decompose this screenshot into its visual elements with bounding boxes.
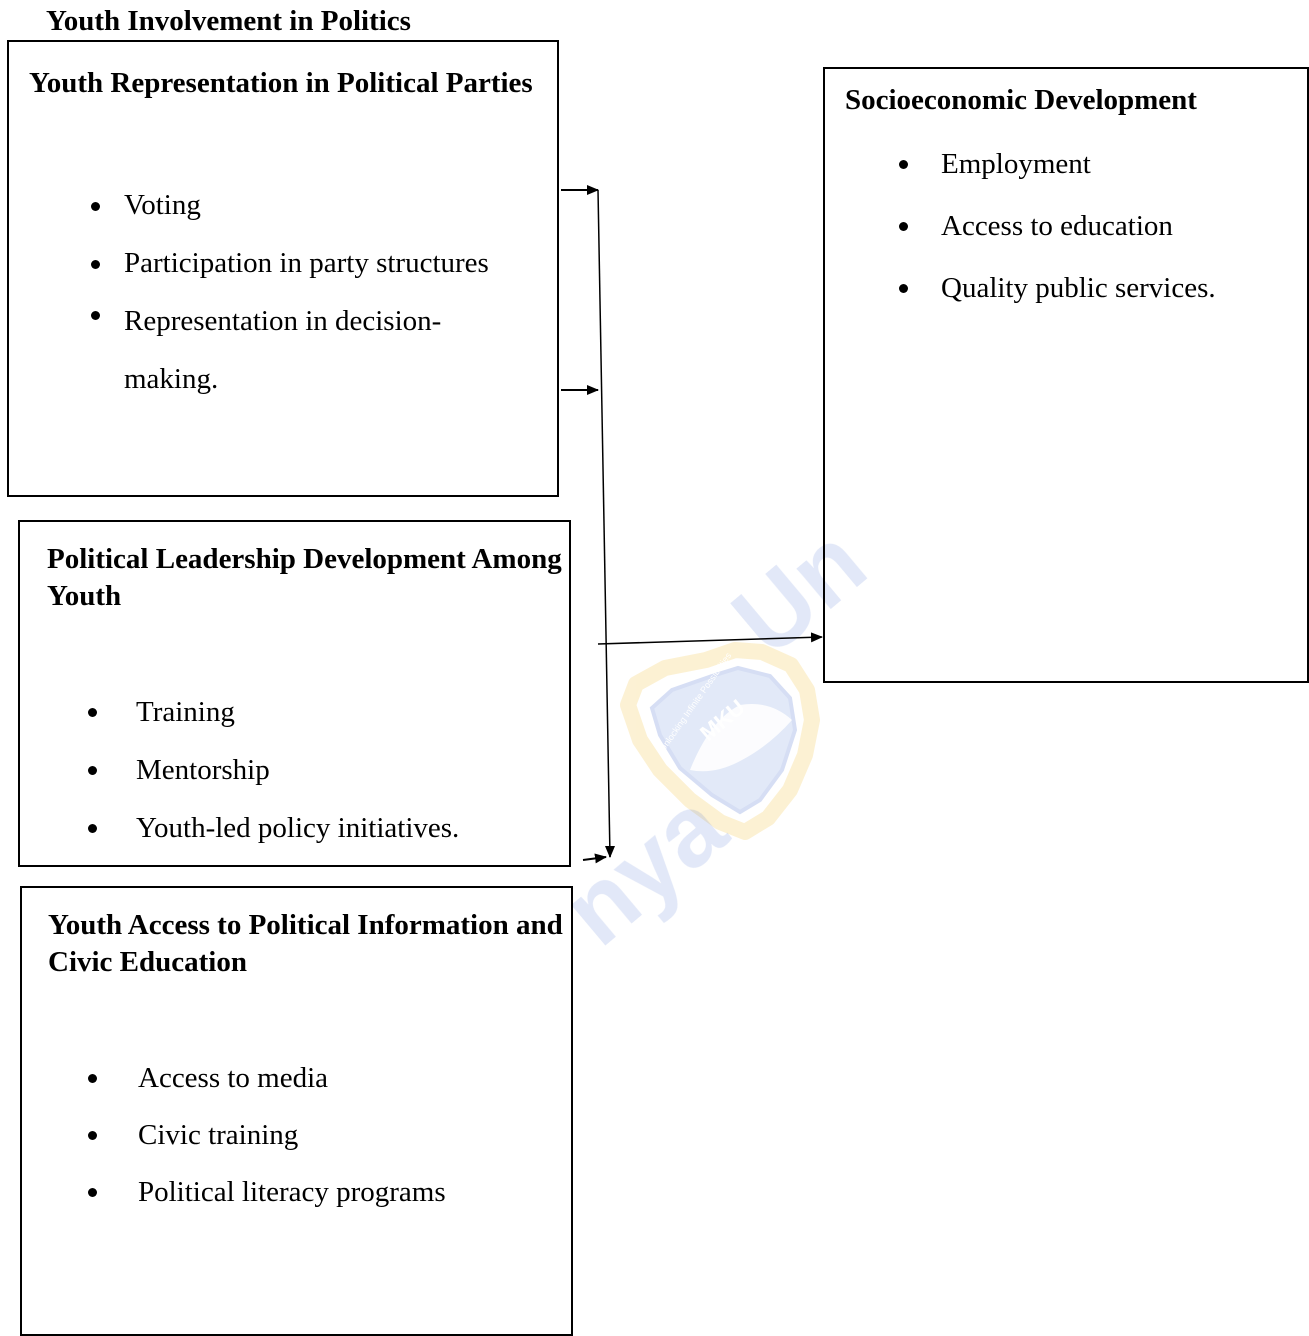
node-item-list: Access to media Civic training Political… xyxy=(22,1058,446,1229)
bullet-icon xyxy=(88,1188,97,1197)
bullet-icon xyxy=(91,311,100,320)
node-leadership-development: Political Leadership Development Among Y… xyxy=(18,520,571,867)
list-item-label: Voting xyxy=(124,189,201,221)
list-item-label: Youth-led policy initiatives. xyxy=(136,812,460,844)
bullet-icon xyxy=(899,222,908,231)
list-item: Political literacy programs xyxy=(22,1172,446,1229)
node-socioeconomic-development: Socioeconomic Development Employment Acc… xyxy=(823,67,1309,683)
node-item-list: Training Mentorship Youth-led policy ini… xyxy=(20,692,459,866)
list-item-label: Employment xyxy=(941,148,1091,180)
node-civic-education: Youth Access to Political Information an… xyxy=(20,886,573,1336)
node-title: Youth Representation in Political Partie… xyxy=(29,67,533,99)
node-title: Youth Access to Political Information an… xyxy=(48,909,563,978)
list-item: Access to education xyxy=(825,204,1216,266)
list-item: Employment xyxy=(825,142,1216,204)
list-item: Representation in decision-making. xyxy=(9,292,489,408)
list-item-label: Access to education xyxy=(941,210,1173,242)
list-item: Voting xyxy=(9,183,489,241)
bullet-icon xyxy=(88,766,97,775)
list-item: Mentorship xyxy=(20,750,459,808)
bullet-icon xyxy=(88,708,97,717)
list-item: Training xyxy=(20,692,459,750)
bullet-icon xyxy=(91,202,100,211)
list-item-label: Participation in party structures xyxy=(124,247,489,279)
arrow-box3 xyxy=(582,853,607,864)
arrow-to-dependent xyxy=(597,632,823,645)
node-item-list: Employment Access to education Quality p… xyxy=(825,142,1216,328)
list-item: Participation in party structures xyxy=(9,241,489,299)
node-title: Socioeconomic Development xyxy=(845,84,1197,116)
bullet-icon xyxy=(88,1074,97,1083)
bullet-icon xyxy=(899,284,908,293)
list-item-label: Training xyxy=(136,696,235,728)
list-item-label: Access to media xyxy=(138,1062,329,1094)
list-item-label: Quality public services. xyxy=(941,272,1216,304)
list-item: Civic training xyxy=(22,1115,446,1172)
node-title: Political Leadership Development Among Y… xyxy=(47,543,562,612)
list-item: Youth-led policy initiatives. xyxy=(20,808,459,866)
node-youth-representation: Youth Representation in Political Partie… xyxy=(7,40,559,497)
list-item-label: Political literacy programs xyxy=(138,1176,446,1208)
bullet-icon xyxy=(91,260,100,269)
list-item-label: Civic training xyxy=(138,1119,299,1151)
list-item: Access to media xyxy=(22,1058,446,1115)
list-item: Quality public services. xyxy=(825,266,1216,328)
bullet-icon xyxy=(899,160,908,169)
bullet-icon xyxy=(88,824,97,833)
list-item-label: Representation in decision-making. xyxy=(124,305,442,395)
node-item-list: Voting Participation in party structures… xyxy=(9,183,489,408)
list-item-label: Mentorship xyxy=(136,754,270,786)
bullet-icon xyxy=(88,1131,97,1140)
diagram-heading: Youth Involvement in Politics xyxy=(46,5,411,37)
connector-vertical xyxy=(597,189,611,858)
